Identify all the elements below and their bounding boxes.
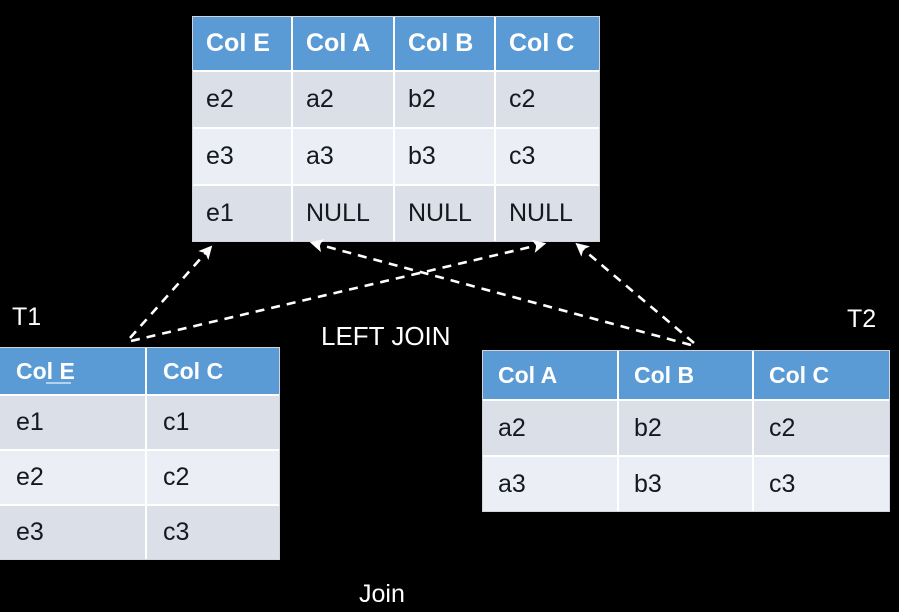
result-header-col-c: Col C — [496, 17, 599, 72]
result-table: Col E Col A Col B Col C e2 a2 b2 c2 e3 a… — [193, 17, 599, 241]
result-cell-r1c3: c3 — [496, 129, 599, 186]
table-label-t2: T2 — [847, 305, 877, 333]
result-cell-r2c2: NULL — [395, 186, 496, 241]
result-cell-r0c3: c2 — [496, 72, 599, 129]
t2-cell-r0c0: a2 — [483, 401, 619, 457]
result-cell-r2c1: NULL — [293, 186, 395, 241]
t1-cell-r2c1: c3 — [147, 506, 279, 559]
t2-to-result-near — [575, 242, 695, 344]
result-header-col-b: Col B — [395, 17, 496, 72]
table-row: e3 c3 — [0, 506, 279, 559]
t2-cell-r0c1: b2 — [619, 401, 754, 457]
table-row: e3 a3 b3 c3 — [193, 129, 599, 186]
t2-header-col-c: Col C — [754, 351, 889, 401]
diagram-caption-join: Join — [359, 580, 405, 608]
result-cell-r1c2: b3 — [395, 129, 496, 186]
result-header-col-e: Col E — [193, 17, 293, 72]
t2-header-col-b: Col B — [619, 351, 754, 401]
t1-table: Col E Col C e1 c1 e2 c2 e3 c3 — [0, 348, 279, 559]
t1-cell-r1c0: e2 — [0, 451, 147, 506]
t1-header-col-c: Col C — [147, 348, 279, 396]
result-cell-r2c3: NULL — [496, 186, 599, 241]
table-header-row: Col E Col A Col B Col C — [193, 17, 599, 72]
operation-label-left-join: LEFT JOIN — [321, 321, 451, 351]
t1-cell-r1c1: c2 — [147, 451, 279, 506]
table-row: e2 c2 — [0, 451, 279, 506]
table-row: e1 NULL NULL NULL — [193, 186, 599, 241]
result-cell-r1c1: a3 — [293, 129, 395, 186]
t2-header-col-a: Col A — [483, 351, 619, 401]
result-cell-r0c0: e2 — [193, 72, 293, 129]
result-cell-r2c0: e1 — [193, 186, 293, 241]
result-cell-r1c0: e3 — [193, 129, 293, 186]
table-row: a2 b2 c2 — [483, 401, 889, 457]
t1-to-result-near — [129, 245, 213, 339]
t2-cell-r0c2: c2 — [754, 401, 889, 457]
result-header-col-a: Col A — [293, 17, 395, 72]
t2-table: Col A Col B Col C a2 b2 c2 a3 b3 c3 — [483, 351, 889, 511]
result-cell-r0c1: a2 — [293, 72, 395, 129]
t1-cell-r0c0: e1 — [0, 396, 147, 451]
t2-cell-r1c2: c3 — [754, 457, 889, 511]
table-header-row: Col A Col B Col C — [483, 351, 889, 401]
table-row: a3 b3 c3 — [483, 457, 889, 511]
t2-cell-r1c1: b3 — [619, 457, 754, 511]
table-label-t1: T1 — [12, 303, 42, 331]
table-row: e2 a2 b2 c2 — [193, 72, 599, 129]
t1-cell-r0c1: c1 — [147, 396, 279, 451]
table-header-row: Col E Col C — [0, 348, 279, 396]
t1-header-col-e: Col E — [0, 348, 147, 396]
t2-cell-r1c0: a3 — [483, 457, 619, 511]
result-cell-r0c2: b2 — [395, 72, 496, 129]
table-row: e1 c1 — [0, 396, 279, 451]
t1-cell-r2c0: e3 — [0, 506, 147, 559]
